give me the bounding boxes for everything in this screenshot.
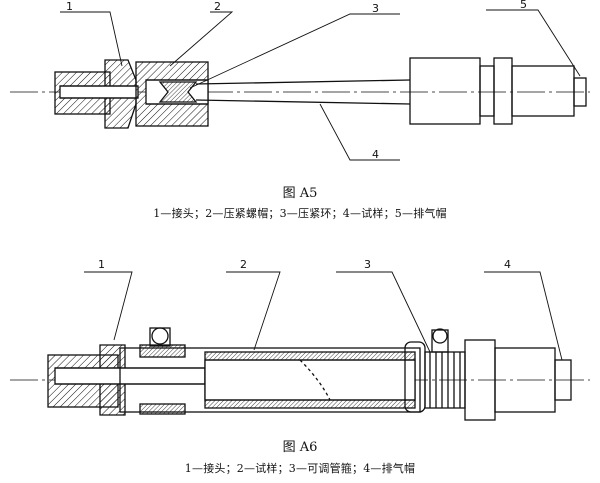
a6-leader-4	[484, 271, 563, 361]
figure-a5-title: 图 A5	[282, 186, 318, 201]
a6-label-2: 2	[240, 258, 247, 271]
figure-a6-drawing	[10, 271, 590, 421]
figure-a6-legend: 1—接头；2—试样；3—可调管箍；4—排气帽	[184, 462, 416, 475]
figure-a5-legend: 1—接头；2—压紧螺帽；3—压紧环；4—试样；5—排气帽	[153, 207, 447, 220]
a6-leader-1	[84, 271, 133, 341]
a5-leader-4	[319, 103, 400, 161]
figure-a5-drawing	[10, 9, 590, 161]
a5-compression-ring	[158, 81, 198, 103]
figure-a6-title: 图 A6	[282, 440, 318, 455]
a5-leader-3	[189, 13, 400, 89]
a6-label-4: 4	[504, 258, 511, 271]
a6-leader-2	[226, 271, 281, 351]
a5-leader-1	[60, 11, 123, 67]
a6-specimen	[119, 347, 421, 413]
a6-label-1: 1	[98, 258, 105, 271]
a5-label-3: 3	[372, 2, 379, 15]
a5-leader-5	[486, 9, 581, 77]
a6-leader-3	[336, 271, 431, 353]
a5-label-2: 2	[214, 0, 221, 13]
a6-vent-cap	[464, 339, 572, 421]
a5-label-4: 4	[372, 148, 379, 161]
a5-vent-cap	[409, 57, 587, 125]
a5-fitting	[54, 59, 139, 129]
a5-label-5: 5	[520, 0, 527, 11]
a5-label-1: 1	[66, 0, 73, 13]
a5-specimen	[195, 79, 411, 105]
a6-label-3: 3	[364, 258, 371, 271]
a5-leader-2	[169, 11, 234, 67]
a6-adjustable-clamp	[404, 328, 466, 413]
